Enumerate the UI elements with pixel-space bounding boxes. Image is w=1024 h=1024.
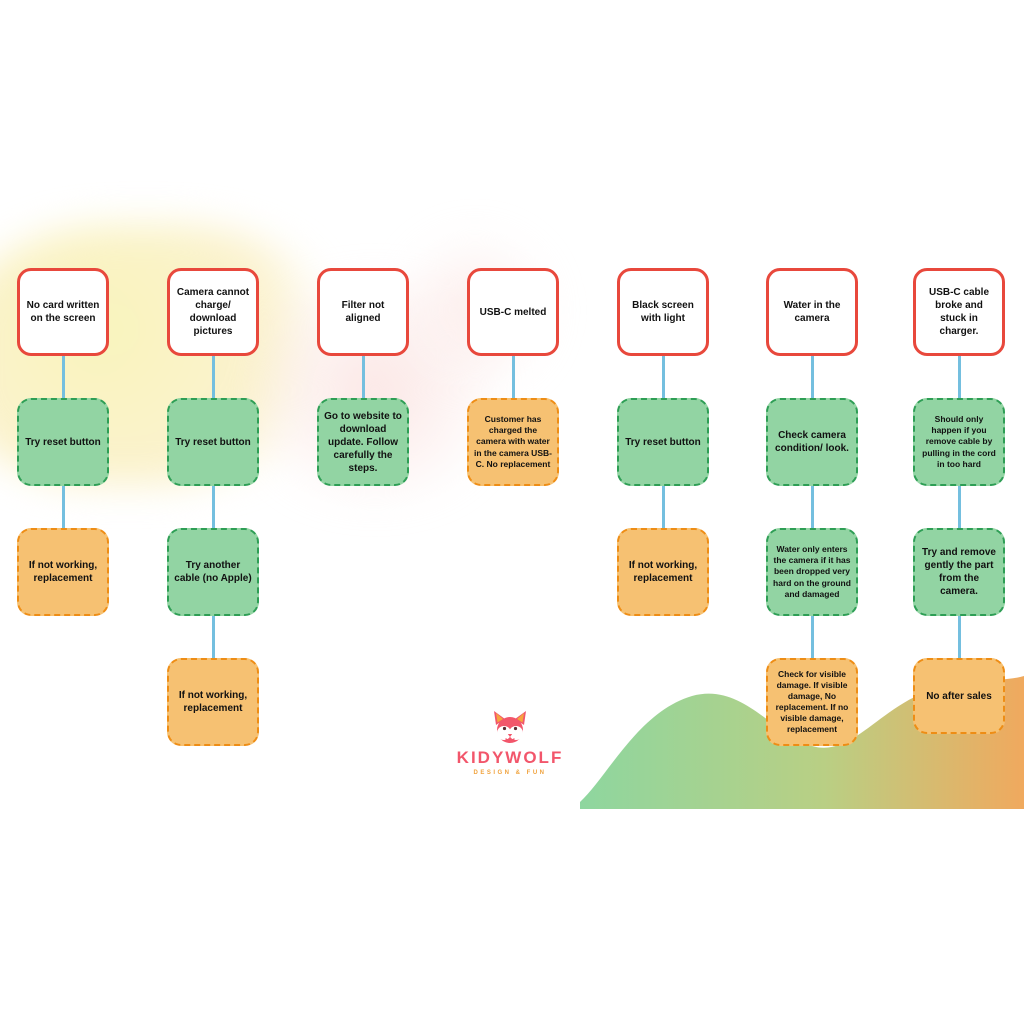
problem-text: USB-C cable broke and stuck in charger. [928, 287, 989, 337]
problem-box: Filter not aligned [317, 268, 409, 356]
connector-line [957, 616, 961, 658]
action-text: Water only enters the camera if it has b… [773, 544, 851, 599]
brand-name: KIDYWOLF [456, 748, 564, 767]
connector-line [661, 486, 665, 528]
action-text: Try another cable (no Apple) [174, 560, 252, 584]
flow-column-filter: Filter not aligned Go to website to down… [317, 268, 409, 486]
action-text: Check camera condition/ look. [775, 430, 849, 454]
outcome-text: If not working, replacement [628, 560, 698, 584]
flow-column-black-screen: Black screen with light Try reset button… [617, 268, 709, 616]
outcome-box: Check for visible damage. If visible dam… [766, 658, 858, 746]
action-text: Try reset button [175, 436, 251, 448]
outcome-text: If not working, replacement [28, 560, 98, 584]
flow-column-cannot-charge: Camera cannot charge/ download pictures … [167, 268, 259, 746]
connector-line [810, 616, 814, 658]
problem-text: Water in the camera [783, 300, 841, 324]
outcome-text: No after sales [926, 690, 992, 702]
connector-line [810, 486, 814, 528]
problem-text: No card written on the screen [26, 300, 100, 324]
problem-box: USB-C cable broke and stuck in charger. [913, 268, 1005, 356]
action-text: Try reset button [625, 436, 701, 448]
problem-box: No card written on the screen [17, 268, 109, 356]
connector-line [211, 616, 215, 658]
connector-line [211, 486, 215, 528]
action-text: Go to website to download update. Follow… [324, 410, 402, 474]
outcome-text: If not working, replacement [178, 690, 248, 714]
connector-line [957, 486, 961, 528]
connector-line [211, 356, 215, 398]
connector-line [957, 356, 961, 398]
action-box: Go to website to download update. Follow… [317, 398, 409, 486]
brand-tagline: DESIGN & FUN [473, 770, 547, 776]
connector-line [61, 356, 65, 398]
problem-box: Black screen with light [617, 268, 709, 356]
fox-icon [494, 711, 526, 743]
action-box: Check camera condition/ look. [766, 398, 858, 486]
action-box: Try reset button [17, 398, 109, 486]
action-box: Try another cable (no Apple) [167, 528, 259, 616]
problem-box: Water in the camera [766, 268, 858, 356]
problem-text: USB-C melted [479, 306, 547, 318]
flow-column-no-card: No card written on the screen Try reset … [17, 268, 109, 616]
problem-box: USB-C melted [467, 268, 559, 356]
action-box: Should only happen if you remove cable b… [913, 398, 1005, 486]
outcome-box: Customer has charged the camera with wat… [467, 398, 559, 486]
problem-text: Black screen with light [632, 300, 694, 324]
outcome-text: Customer has charged the camera with wat… [474, 414, 552, 469]
action-box: Try reset button [167, 398, 259, 486]
action-box: Try reset button [617, 398, 709, 486]
outcome-text: Check for visible damage. If visible dam… [775, 668, 849, 735]
action-box: Water only enters the camera if it has b… [766, 528, 858, 616]
outcome-box: No after sales [913, 658, 1005, 734]
connector-line [511, 356, 515, 398]
outcome-box: If not working, replacement [17, 528, 109, 616]
outcome-box: If not working, replacement [617, 528, 709, 616]
action-box: Try and remove gently the part from the … [913, 528, 1005, 616]
connector-line [61, 486, 65, 528]
connector-line [661, 356, 665, 398]
problem-box: Camera cannot charge/ download pictures [167, 268, 259, 356]
outcome-box: If not working, replacement [167, 658, 259, 746]
connector-line [361, 356, 365, 398]
brand-logo: KIDYWOLF DESIGN & FUN [443, 710, 577, 776]
problem-text: Camera cannot charge/ download pictures [176, 287, 250, 337]
action-text: Try reset button [25, 436, 101, 448]
action-text: Should only happen if you remove cable b… [922, 414, 996, 469]
problem-text: Filter not aligned [341, 300, 385, 324]
flow-column-water: Water in the camera Check camera conditi… [766, 268, 858, 746]
flow-column-usbc-melted: USB-C melted Customer has charged the ca… [467, 268, 559, 486]
flow-column-cable-broke: USB-C cable broke and stuck in charger. … [913, 268, 1005, 734]
action-text: Try and remove gently the part from the … [922, 547, 996, 597]
connector-line [810, 356, 814, 398]
